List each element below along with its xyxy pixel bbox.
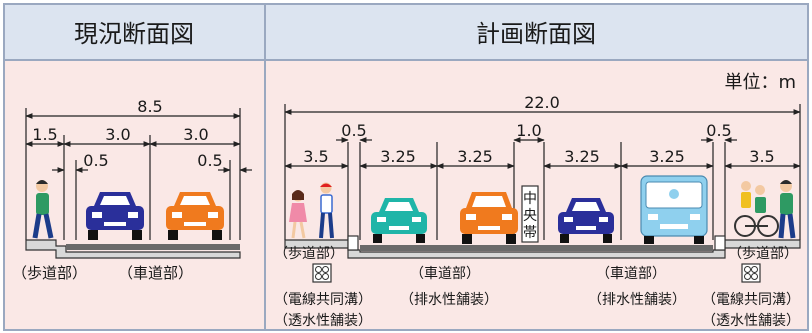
cyclist-with-child-icon xyxy=(734,181,779,237)
label-current-sidewalk: （歩道部） xyxy=(12,264,87,282)
car-orange-icon xyxy=(166,192,224,240)
dim-current-lane-left: 3.0 xyxy=(105,125,130,144)
label-planned-roadway-left: （車道部） xyxy=(410,265,480,282)
planned-dimensions xyxy=(284,104,801,240)
median-label-char-2: 央 xyxy=(523,208,537,224)
title-current: 現況断面図 xyxy=(74,20,194,48)
pedestrian-man-icon xyxy=(778,180,796,239)
dim-planned-sidewalk-left: 3.5 xyxy=(303,147,328,166)
pedestrian-woman-icon xyxy=(289,190,307,239)
dim-planned-sidewalk-right: 3.5 xyxy=(749,147,774,166)
car-blue-planned-icon xyxy=(558,198,614,243)
header-current xyxy=(3,3,266,61)
dim-current-sidewalk: 1.5 xyxy=(32,125,57,144)
label-planned-sidewalk-left: （歩道部） xyxy=(274,246,344,262)
utility-conduit-icon-left xyxy=(312,263,332,283)
label-planned-utility-left: （電線共同溝） xyxy=(274,292,372,308)
label-planned-roadway-right: （車道部） xyxy=(596,265,666,282)
bus-icon xyxy=(640,175,708,244)
utility-conduit-icon-right xyxy=(741,263,761,283)
cyclist-icon xyxy=(319,182,334,239)
unit-label: 単位：m xyxy=(724,72,796,93)
header-planned xyxy=(264,3,809,61)
planned-road-surface xyxy=(284,235,801,259)
dim-planned-margin-right: 0.5 xyxy=(706,121,731,140)
label-planned-permeable-left: （透水性舗装） xyxy=(274,313,372,329)
label-planned-drainage-right: （排水性舗装） xyxy=(588,292,686,308)
label-planned-sidewalk-right: （歩道部） xyxy=(728,246,798,262)
dim-planned-lane-1: 3.25 xyxy=(380,147,416,166)
dim-planned-total: 22.0 xyxy=(524,93,560,112)
car-blue-icon xyxy=(86,192,144,240)
label-planned-permeable-right: （透水性舗装） xyxy=(702,313,800,329)
label-planned-utility-right: （電線共同溝） xyxy=(702,292,800,308)
dim-planned-median: 1.0 xyxy=(516,121,541,140)
car-teal-icon xyxy=(371,198,427,243)
dim-current-margin-left: 0.5 xyxy=(83,151,108,170)
current-road-surface xyxy=(25,239,241,259)
car-orange-planned-icon xyxy=(460,192,518,244)
dim-current-lane-right: 3.0 xyxy=(183,125,208,144)
label-planned-drainage-left: （排水性舗装） xyxy=(400,292,498,308)
pedestrian-icon xyxy=(32,180,54,239)
dim-planned-lane-2: 3.25 xyxy=(457,147,493,166)
dim-current-margin-right: 0.5 xyxy=(197,151,222,170)
dim-planned-lane-4: 3.25 xyxy=(649,147,685,166)
current-dimensions xyxy=(25,108,252,240)
median-label-char-3: 帯 xyxy=(523,225,537,241)
dim-planned-lane-3: 3.25 xyxy=(564,147,600,166)
label-current-roadway: （車道部） xyxy=(118,264,193,282)
median-strip xyxy=(521,185,539,243)
dim-planned-margin-left: 0.5 xyxy=(341,121,366,140)
title-planned: 計画断面図 xyxy=(476,20,596,48)
dim-current-total: 8.5 xyxy=(137,97,162,116)
median-label-char-1: 中 xyxy=(523,191,537,207)
